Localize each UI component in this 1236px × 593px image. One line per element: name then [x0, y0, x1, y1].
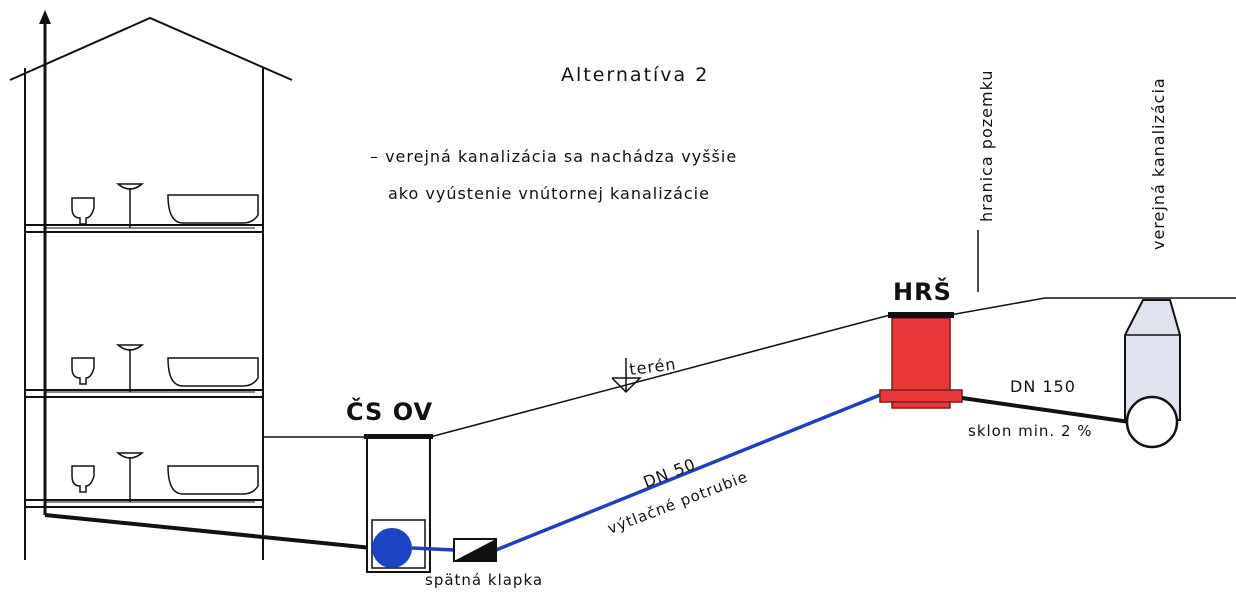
fixtures-floor-3 [45, 452, 259, 503]
house [9, 16, 293, 560]
dn150-pipe [961, 396, 1131, 424]
public-sewer-label: verejná kanalizácia [1149, 77, 1168, 250]
check-valve-icon [453, 538, 497, 562]
toilet-icon [71, 465, 95, 493]
description-line-2: ako vyústenie vnútornej kanalizácie [388, 184, 710, 203]
public-sewer [1124, 299, 1181, 449]
teren-marker [611, 358, 642, 394]
bathtub-icon [167, 194, 259, 224]
pump-station [364, 434, 433, 573]
slope-label: sklon min. 2 % [968, 422, 1093, 440]
gravity-pipe [44, 513, 373, 550]
property-boundary-label: hranica pozemku [977, 70, 996, 222]
fixtures-floor-1 [45, 183, 259, 229]
sink-icon [115, 183, 145, 190]
bathtub-icon [167, 465, 259, 495]
toilet-icon [71, 357, 95, 385]
pump-station-label: ČS OV [346, 396, 433, 426]
description-line-1: – verejná kanalizácia sa nachádza vyššie [370, 147, 737, 166]
inspection-shaft [879, 312, 963, 409]
pump-icon [372, 528, 412, 568]
pressure-pipe [411, 393, 881, 552]
fixtures-floor-2 [45, 344, 259, 393]
toilet-icon [71, 197, 95, 225]
diagram-title: Alternatíva 2 [561, 64, 709, 86]
bathtub-icon [167, 357, 259, 387]
dn150-label: DN 150 [1010, 377, 1076, 396]
sink-icon [115, 452, 145, 459]
dn50-label: DN 50 [641, 454, 699, 491]
house-roof [9, 16, 293, 81]
check-valve-label: spätná klapka [425, 571, 543, 589]
sewer-pipe-section [1125, 395, 1179, 449]
vent-arrow-icon [39, 10, 51, 24]
inspection-shaft-label: HRŠ [893, 276, 952, 306]
sink-icon [115, 344, 145, 351]
teren-label: terén [628, 354, 677, 379]
terrain-line [263, 297, 1236, 438]
